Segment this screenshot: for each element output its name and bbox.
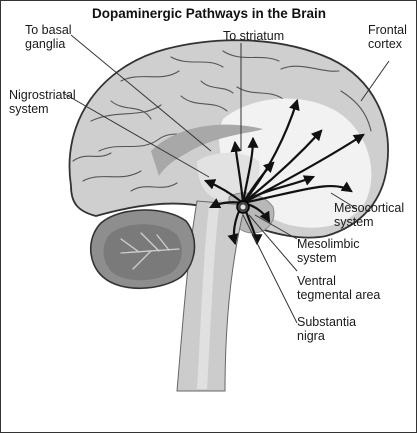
leader-lines: [62, 34, 390, 324]
cerebellum-inner: [103, 224, 182, 281]
diagram-title: Dopaminergic Pathways in the Brain: [92, 6, 326, 21]
substantia-nigra-dot: [240, 204, 246, 210]
pathway-arrows: [203, 98, 365, 246]
label-frontal-cortex: Frontal cortex: [368, 23, 410, 51]
label-ventral-tegmental-area: Ventral tegmental area: [297, 274, 380, 302]
label-substantia-nigra: Substantia nigra: [297, 315, 360, 343]
label-mesolimbic-system: Mesolimbic system: [297, 237, 363, 265]
label-nigrostriatal-system: Nigrostriatal system: [9, 88, 79, 116]
arbor-vitae: [120, 232, 180, 270]
label-mesocortical-system: Mesocortical system: [334, 201, 408, 229]
brainstem-shading: [197, 205, 219, 389]
label-to-striatum: To striatum: [223, 29, 284, 43]
label-to-basal-ganglia: To basal ganglia: [25, 23, 75, 51]
corpus-callosum: [151, 124, 263, 176]
